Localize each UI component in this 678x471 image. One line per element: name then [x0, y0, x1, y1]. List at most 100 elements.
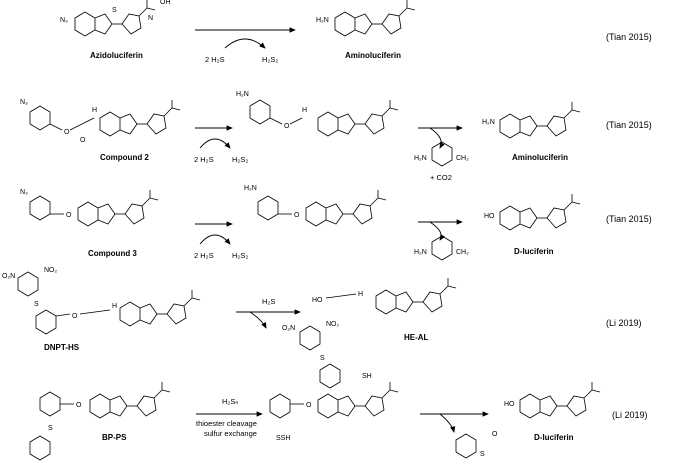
reagent-note-1: thioester cleavage: [196, 419, 257, 428]
aminoluciferin-structure: [334, 0, 416, 37]
atom-label: CH₂: [456, 249, 469, 256]
atom-label: S: [48, 425, 53, 432]
reagent-in: 2 H₂S: [194, 155, 214, 164]
row-4: O₂N NO₂ S O H DNPT-HS H₂S O₂N NO₂ S SH H…: [2, 267, 642, 389]
reference-1: (Tian 2015): [606, 32, 652, 42]
curved-arrow: [429, 127, 445, 149]
reference-2: (Tian 2015): [606, 120, 652, 130]
thiobenzoic-ring: [319, 363, 341, 389]
final-product-label-5: D-luciferin: [534, 433, 574, 442]
atom-label: HO: [504, 401, 515, 408]
reagent-out: H₂S₂: [232, 251, 248, 260]
curved-arrow: [224, 38, 266, 49]
atom-label: O₂N: [2, 273, 15, 280]
atom-label: H₂N: [316, 17, 329, 24]
dinitrophenyl-ring: [299, 325, 321, 351]
atom-label: O: [66, 212, 72, 219]
atom-label: O: [294, 212, 300, 219]
atom-label: O: [306, 402, 312, 409]
aminoluciferin-structure: [499, 101, 581, 139]
atom-label: N₃: [20, 99, 28, 106]
atom-label: H: [358, 291, 363, 298]
atom-label: S: [112, 7, 117, 14]
azidoluciferin-structure: [74, 0, 156, 37]
atom-label: O: [80, 137, 86, 144]
atom-label: O: [284, 123, 290, 130]
dinitrophenyl-ring: [17, 271, 39, 297]
benzyl-ring: [249, 99, 271, 125]
quinone-methide: [431, 235, 453, 261]
curved-arrow: [439, 413, 456, 433]
atom-label: O: [492, 431, 498, 438]
byproduct-label: + CO2: [430, 173, 452, 182]
reagent-note-2: sulfur exchange: [204, 429, 257, 438]
dithiolone-ring: [455, 433, 477, 459]
product-label-1: Aminoluciferin: [345, 51, 401, 60]
atom-label: HO: [312, 297, 323, 304]
dnpt-core: [119, 289, 201, 327]
reactant-label-4: DNPT-HS: [44, 343, 80, 352]
benzyl-ring: [29, 105, 51, 131]
reagent-top: H₂S: [262, 297, 275, 306]
intermediate-core: [317, 99, 399, 137]
atom-label: H₂N: [236, 91, 249, 98]
compound2-core: [99, 99, 181, 137]
compound3-core: [77, 189, 159, 227]
row-5: S O BP-PS H₂Sₙ thioester cleavage sulfur…: [29, 381, 648, 461]
benzyl-ring: [257, 195, 279, 221]
bp-ps-core: [89, 381, 171, 419]
atom-label: S: [34, 301, 39, 308]
reference-3: (Tian 2015): [606, 214, 652, 224]
atom-label: H₂N: [414, 249, 427, 256]
row-2: N₃ O O H Compound 2 2 H₂S H₂S₂ H₂N O H H…: [20, 91, 652, 182]
reagent-out: H₂S₂: [232, 155, 248, 164]
atom-label: O: [72, 313, 78, 320]
he-al-core: [375, 277, 457, 315]
curved-arrow: [199, 138, 231, 149]
reference-4: (Li 2019): [606, 318, 642, 328]
benzoyl-ring: [35, 309, 57, 335]
reactant-label-5: BP-PS: [102, 433, 127, 442]
atom-label: H₂N: [244, 185, 257, 192]
atom-label: H₂N: [414, 155, 427, 162]
atom-label: SSH: [276, 435, 290, 442]
atom-label: H₂N: [482, 119, 495, 126]
atom-label: CH₂: [456, 155, 469, 162]
d-luciferin-structure: [499, 193, 581, 231]
atom-label: H: [92, 107, 97, 114]
curved-arrow: [429, 221, 446, 241]
atom-label: N: [148, 15, 153, 22]
atom-label: O: [76, 402, 82, 409]
benzoyl-ring: [29, 435, 51, 461]
curved-arrow: [249, 311, 267, 329]
atom-label: NO₂: [44, 267, 58, 274]
reactant-label-1: Azidoluciferin: [90, 51, 143, 60]
product-label-4: HE-AL: [404, 333, 429, 342]
curved-arrow: [199, 234, 231, 245]
atom-label: OH: [160, 0, 171, 6]
reagent-top: H₂Sₙ: [222, 397, 238, 406]
atom-label: N₃: [20, 189, 28, 196]
reagent-in: 2 H₂S: [205, 55, 225, 64]
row-3: N₃ O Compound 3 2 H₂S H₂S₂ H₂N O H₂N CH₂…: [20, 185, 652, 261]
atom-label: H: [302, 107, 307, 114]
final-product-label-3: D-luciferin: [514, 247, 554, 256]
atom-label: NO₂: [326, 321, 340, 328]
intermediate-core: [305, 189, 387, 227]
quinone-methide: [431, 141, 453, 167]
benzoyl-ring: [269, 393, 291, 419]
benzyl-ring: [29, 195, 51, 221]
reactant-label-3: Compound 3: [88, 249, 137, 258]
atom-label: H: [112, 303, 117, 310]
reactant-label-2: Compound 2: [100, 153, 149, 162]
reagent-in: 2 H₂S: [194, 251, 214, 260]
atom-label: S: [320, 355, 325, 362]
benzoyl-ring: [39, 391, 61, 417]
atom-label: SH: [362, 373, 372, 380]
reference-5: (Li 2019): [612, 410, 648, 420]
reagent-out: H₂S₂: [262, 55, 278, 64]
atom-label: O₂N: [282, 325, 295, 332]
atom-label: N₃: [60, 17, 68, 24]
d-luciferin-structure: [519, 381, 601, 419]
